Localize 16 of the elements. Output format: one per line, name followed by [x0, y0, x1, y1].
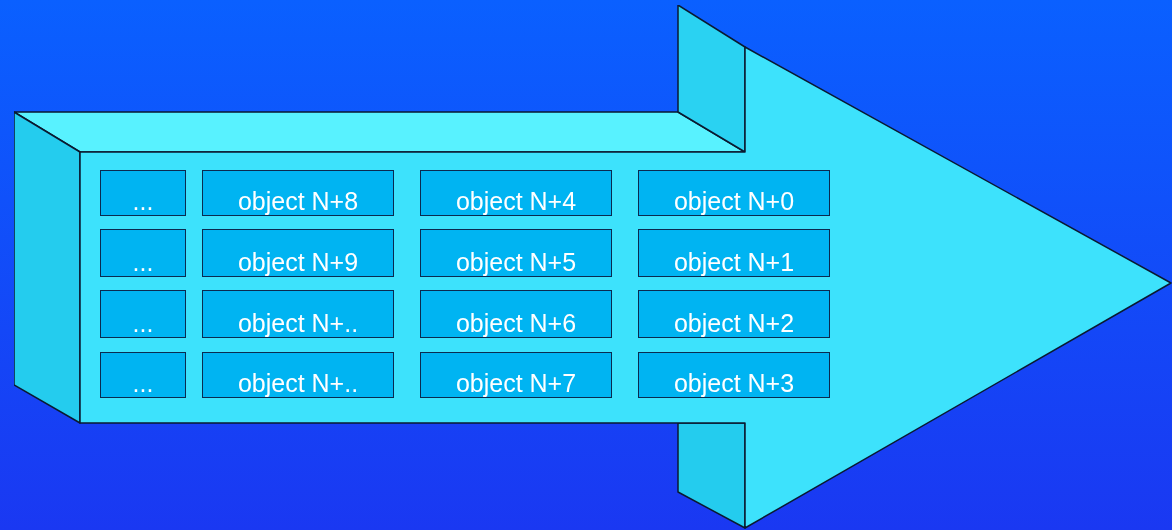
- object-box: ...: [100, 290, 186, 338]
- object-box: object N+0: [638, 170, 830, 216]
- object-box: ...: [100, 170, 186, 216]
- object-box: object N+3: [638, 352, 830, 398]
- object-box: object N+1: [638, 229, 830, 277]
- object-box: object N+5: [420, 229, 612, 277]
- object-box: object N+7: [420, 352, 612, 398]
- object-box: object N+..: [202, 352, 394, 398]
- object-box: ...: [100, 229, 186, 277]
- object-box: object N+8: [202, 170, 394, 216]
- object-box: object N+2: [638, 290, 830, 338]
- object-box: object N+4: [420, 170, 612, 216]
- object-box: object N+..: [202, 290, 394, 338]
- object-box: ...: [100, 352, 186, 398]
- object-box: object N+6: [420, 290, 612, 338]
- object-box: object N+9: [202, 229, 394, 277]
